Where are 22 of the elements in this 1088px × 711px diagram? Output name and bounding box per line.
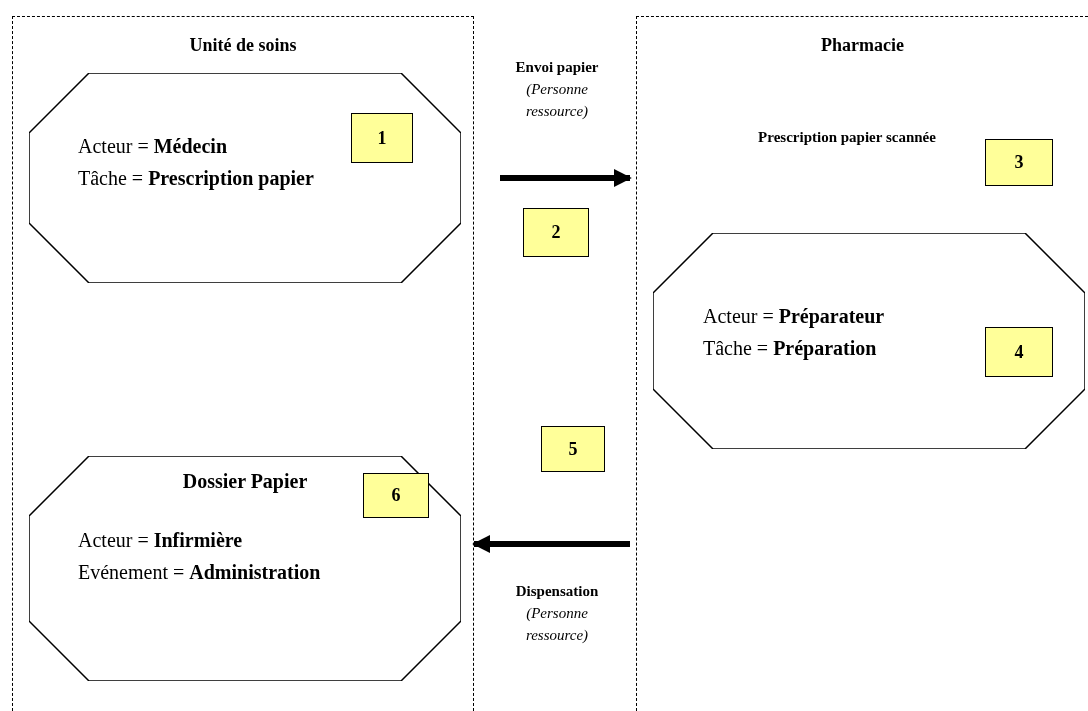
step-number: 1 <box>351 113 413 163</box>
lane-title: Unité de soins <box>188 35 298 56</box>
octagon-box <box>29 456 461 681</box>
swimlane <box>636 16 1088 711</box>
step-number: 2 <box>523 208 589 257</box>
step-number: 6 <box>363 473 429 518</box>
step-number: 4 <box>985 327 1053 377</box>
arrow <box>500 169 632 187</box>
octagon-box <box>29 73 461 283</box>
swimlane <box>12 16 474 711</box>
octagon-text: Acteur = Préparateur <box>703 305 885 328</box>
step-number: 5 <box>541 426 605 472</box>
octagon-text: Tâche = Prescription papier <box>78 167 314 190</box>
octagon-text: Evénement = Administration <box>78 561 321 584</box>
octagon-text: Tâche = Préparation <box>703 337 877 360</box>
octagon-box <box>653 233 1085 449</box>
step-number: 3 <box>985 139 1053 186</box>
octagon-heading: Dossier Papier <box>181 470 309 493</box>
octagon-text: Acteur = Infirmière <box>78 529 243 552</box>
octagon-text: Acteur = Médecin <box>78 135 227 158</box>
lane-title: Pharmacie <box>820 35 905 56</box>
arrow <box>472 535 630 553</box>
